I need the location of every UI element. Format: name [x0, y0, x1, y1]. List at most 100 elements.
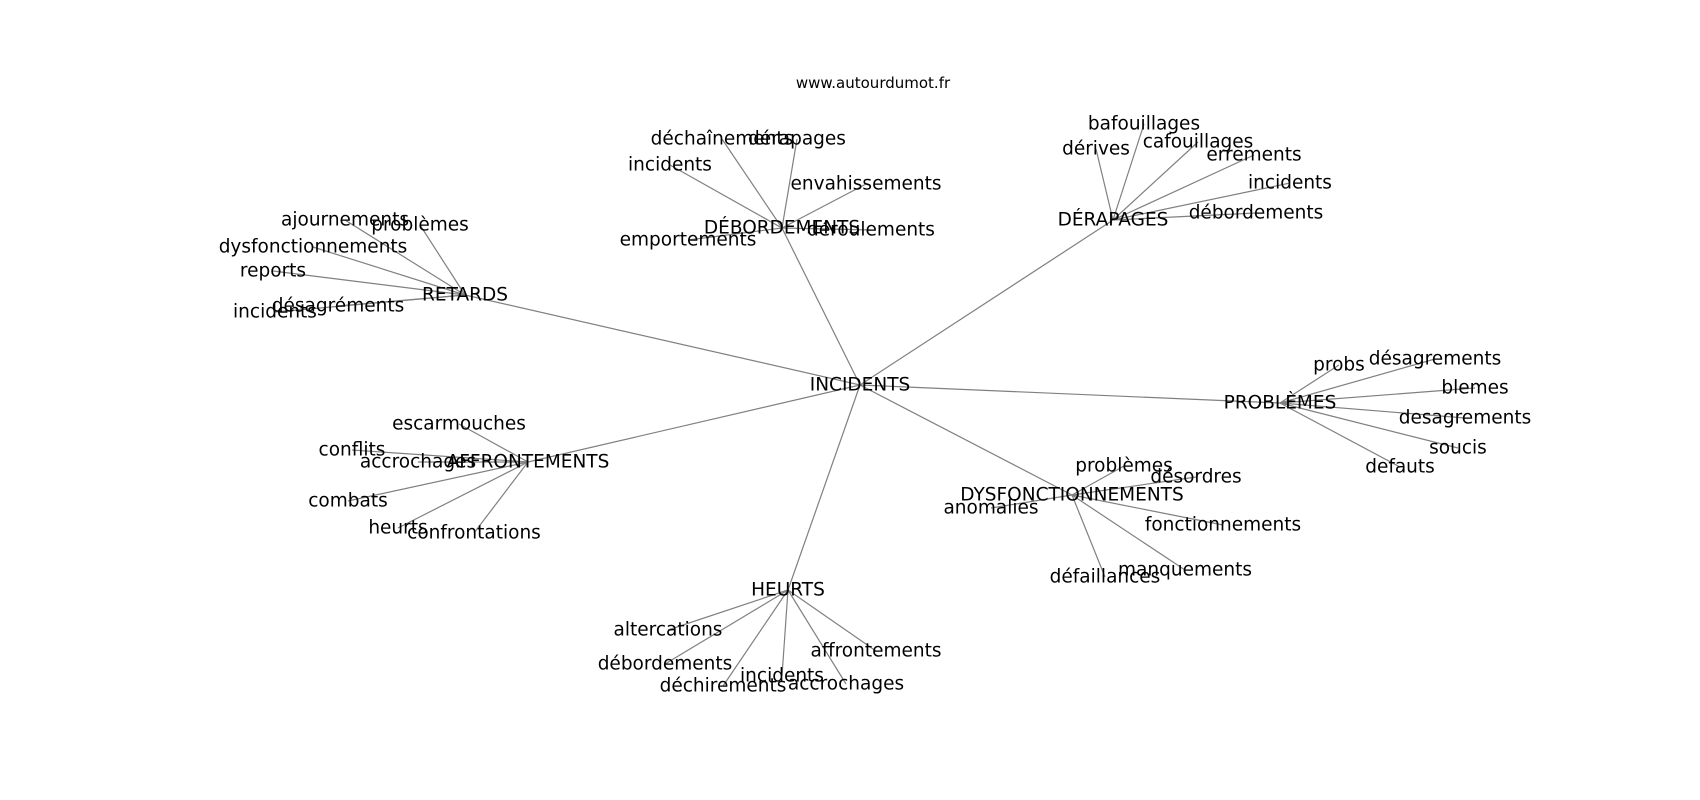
- leaf-node-label: affrontements: [811, 641, 942, 662]
- leaf-node-label: débordements: [598, 654, 733, 675]
- leaf-node-label: déchaînements: [651, 129, 794, 150]
- edge-cluster-to-leaf: [1279, 358, 1436, 404]
- edge-cluster-to-leaf: [721, 138, 783, 229]
- root-node-label: INCIDENTS: [810, 375, 911, 396]
- edge-cluster-to-leaf: [1071, 465, 1125, 496]
- leaf-node-label: dérives: [1062, 139, 1130, 160]
- edge-cluster-to-leaf: [473, 461, 529, 534]
- edge-cluster-to-leaf: [667, 589, 789, 631]
- edge-cluster-to-leaf: [1071, 476, 1197, 496]
- leaf-node-label: débordements: [1189, 203, 1324, 224]
- cluster-node-label: DYSFONCTIONNEMENTS: [960, 485, 1183, 506]
- edge-cluster-to-leaf: [419, 224, 466, 296]
- edge-cluster-to-leaf: [1071, 494, 1186, 571]
- edge-cluster-to-leaf: [787, 589, 877, 652]
- leaf-node-label: accrochages: [788, 674, 904, 695]
- edge-cluster-to-leaf: [1279, 402, 1401, 468]
- edge-cluster-to-leaf: [781, 138, 798, 229]
- edge-cluster-to-leaf: [351, 449, 529, 463]
- edge-cluster-to-leaf: [344, 219, 466, 296]
- edge-cluster-to-leaf: [669, 164, 783, 229]
- leaf-node-label: désordres: [1150, 467, 1241, 488]
- leaf-node-label: incidents: [628, 155, 712, 176]
- edge-cluster-to-leaf: [1071, 494, 1106, 578]
- edge-cluster-to-leaf: [272, 270, 466, 296]
- edge-cluster-to-leaf: [1112, 182, 1291, 221]
- leaf-node-label: dysfonctionnements: [219, 237, 408, 258]
- edge-cluster-to-leaf: [1095, 148, 1114, 221]
- leaf-node-label: ajournements: [281, 210, 409, 231]
- edge-cluster-to-leaf: [274, 294, 466, 313]
- leaf-node-label: escarmouches: [392, 414, 526, 435]
- edge-cluster-to-leaf: [1112, 141, 1199, 221]
- leaf-node-label: problèmes: [1075, 456, 1173, 477]
- edge-cluster-to-leaf: [1279, 402, 1459, 449]
- edge-cluster-to-leaf: [458, 423, 529, 463]
- leaf-node-label: déchirements: [660, 676, 787, 697]
- leaf-node-label: combats: [308, 491, 387, 512]
- leaf-node-label: soucis: [1429, 438, 1487, 459]
- leaf-node-label: conflits: [319, 440, 386, 461]
- leaf-node-label: altercations: [614, 620, 723, 641]
- edge-cluster-to-leaf: [1279, 364, 1340, 404]
- edge-cluster-to-leaf: [1112, 212, 1257, 221]
- leaf-node-label: envahissements: [791, 174, 942, 195]
- edge-cluster-to-leaf: [1279, 402, 1466, 419]
- edge-root-to-cluster: [464, 294, 861, 386]
- edge-cluster-to-leaf: [1071, 494, 1224, 526]
- edge-cluster-to-leaf: [1112, 123, 1145, 221]
- cluster-node-label: DÉRAPAGES: [1058, 209, 1169, 231]
- edge-root-to-cluster: [781, 227, 861, 386]
- edge-cluster-to-leaf: [722, 589, 789, 687]
- cluster-node-label: RETARDS: [422, 285, 508, 306]
- leaf-node-label: probs: [1313, 355, 1365, 376]
- leaf-node-label: blemes: [1441, 378, 1508, 399]
- edge-cluster-to-leaf: [781, 589, 789, 677]
- edge-root-to-cluster: [859, 384, 1281, 404]
- leaf-node-label: desagrements: [1399, 408, 1531, 429]
- edge-root-to-cluster: [859, 384, 1073, 496]
- leaf-node-label: incidents: [233, 302, 317, 323]
- edge-cluster-to-leaf: [781, 227, 872, 231]
- leaf-node-label: incidents: [1248, 173, 1332, 194]
- leaf-node-label: désagréments: [272, 296, 404, 317]
- cluster-node-label: DÉBORDEMENTS: [704, 217, 860, 239]
- leaf-node-label: fonctionnements: [1145, 515, 1301, 536]
- leaf-node-label: dérapages: [748, 129, 846, 150]
- edge-cluster-to-leaf: [990, 494, 1073, 509]
- cluster-node-label: PROBLÈMES: [1224, 392, 1337, 414]
- edge-cluster-to-leaf: [664, 589, 789, 665]
- edge-cluster-to-leaf: [1112, 154, 1255, 221]
- cluster-node-label: AFFRONTEMENTS: [447, 452, 610, 473]
- edge-cluster-to-leaf: [781, 183, 867, 229]
- leaf-node-label: défaillances: [1050, 567, 1161, 588]
- leaf-node-label: defauts: [1365, 457, 1435, 478]
- edge-cluster-to-leaf: [787, 589, 847, 685]
- leaf-node-label: anomalies: [943, 498, 1038, 519]
- edge-root-to-cluster: [787, 384, 861, 591]
- leaf-node-label: accrochages: [360, 452, 476, 473]
- edge-cluster-to-leaf: [1279, 387, 1476, 404]
- site-watermark: www.autourdumot.fr: [796, 74, 951, 92]
- edge-cluster-to-leaf: [347, 461, 529, 502]
- leaf-node-label: bafouillages: [1088, 114, 1200, 135]
- leaf-node-label: déroulements: [807, 220, 935, 241]
- leaf-node-label: désagrements: [1369, 349, 1501, 370]
- leaf-node-label: confrontations: [407, 523, 541, 544]
- leaf-node-label: incidents: [740, 666, 824, 687]
- leaf-node-label: reports: [240, 261, 306, 282]
- edge-root-to-cluster: [859, 219, 1114, 386]
- leaf-node-label: emportements: [620, 230, 757, 251]
- leaf-node-label: manquements: [1118, 560, 1252, 581]
- graph-edges: [272, 123, 1476, 687]
- edge-cluster-to-leaf: [687, 227, 783, 241]
- graph-labels: www.autourdumot.fr INCIDENTS RETARDS ajour…: [219, 74, 1532, 697]
- cluster-node-label: HEURTS: [751, 580, 825, 601]
- edge-cluster-to-leaf: [397, 461, 529, 529]
- leaf-node-label: heurts: [368, 518, 427, 539]
- leaf-node-label: errements: [1206, 145, 1301, 166]
- edge-root-to-cluster: [527, 384, 861, 463]
- leaf-node-label: cafouillages: [1143, 132, 1254, 153]
- edge-cluster-to-leaf: [312, 246, 466, 296]
